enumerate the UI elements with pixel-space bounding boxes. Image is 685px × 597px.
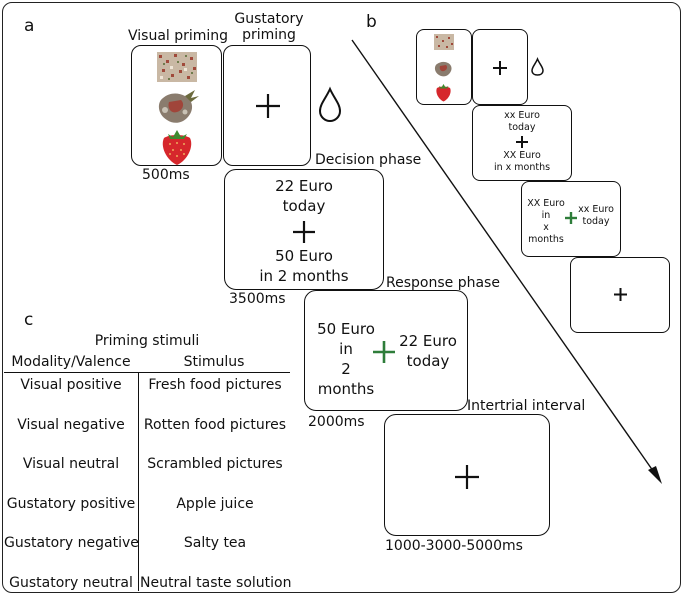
- mini-response-today: xx Euro today: [578, 204, 614, 227]
- table-column-divider: [138, 373, 139, 591]
- mini-decision-today: xx Euro today: [504, 110, 540, 133]
- mini-gustatory-box: [472, 29, 528, 105]
- table-cell-stimulus: Scrambled pictures: [147, 456, 283, 472]
- drop-icon: [318, 86, 342, 123]
- iti-box: [384, 414, 550, 536]
- response-option-later: 50 Euro in 2 months: [317, 320, 375, 398]
- column-header-modality: Modality/Valence: [11, 354, 131, 370]
- fixation-cross-icon: [493, 61, 507, 75]
- gustatory-priming-box: [223, 45, 311, 166]
- strawberry-icon: [162, 130, 192, 165]
- gustatory-priming-label: Gustatory priming: [234, 11, 304, 43]
- decision-phase-label: Decision phase: [315, 152, 422, 168]
- decision-phase-box: 22 Euro today 50 Euro in 2 months: [224, 169, 384, 290]
- table-cell-modality: Gustatory negative: [4, 535, 139, 551]
- table-cell-stimulus: Apple juice: [176, 495, 254, 512]
- fixation-cross-icon: [614, 288, 627, 301]
- table-cell-modality: Gustatory positive: [6, 495, 136, 512]
- column-header-stimulus: Stimulus: [183, 354, 245, 370]
- fixation-cross-icon: [256, 94, 280, 118]
- decision-option-today: 22 Euro today: [275, 177, 333, 215]
- time-arrow: [351, 39, 662, 484]
- response-option-today: 22 Euro today: [399, 332, 457, 370]
- table-cell-stimulus: Fresh food pictures: [148, 377, 282, 393]
- mini-iti-box: [570, 257, 670, 333]
- panel-letter-a: a: [24, 16, 35, 36]
- scrambled-image-icon: [434, 34, 454, 50]
- fixation-cross-icon: [516, 136, 528, 148]
- decision-option-later: 50 Euro in 2 months: [259, 247, 349, 285]
- panel-letter-c: c: [24, 310, 34, 330]
- table-title: Priming stimuli: [94, 333, 200, 349]
- table-cell-modality: Visual negative: [17, 416, 125, 433]
- response-duration: 2000ms: [308, 414, 365, 430]
- decision-duration: 3500ms: [229, 291, 286, 307]
- drop-icon: [531, 56, 544, 76]
- table-cell-modality: Visual neutral: [22, 456, 120, 472]
- table-cell-stimulus: Rotten food pictures: [143, 416, 287, 433]
- response-phase-box: 50 Euro in 2 months 22 Euro today: [304, 290, 468, 411]
- fixation-cross-icon: [455, 465, 479, 489]
- rotten-strawberry-icon: [158, 90, 199, 123]
- mini-decision-box: xx Euro today XX Euro in x months: [472, 105, 572, 181]
- iti-label: Intertrial interval: [467, 398, 586, 414]
- mini-response-later: XX Euro in x months: [527, 198, 565, 245]
- table-cell-stimulus: Salty tea: [183, 535, 247, 551]
- scrambled-image-icon: [157, 52, 197, 82]
- table-cell-modality: Gustatory neutral: [9, 574, 133, 591]
- rotten-strawberry-icon: [434, 61, 452, 77]
- visual-priming-label: Visual priming: [128, 28, 229, 44]
- table-header-rule: [4, 372, 290, 373]
- mini-decision-later: XX Euro in x months: [493, 150, 551, 173]
- table-cell-modality: Visual positive: [20, 377, 122, 393]
- strawberry-icon: [436, 84, 451, 102]
- priming-duration: 500ms: [142, 167, 190, 183]
- visual-priming-box: [131, 45, 222, 166]
- mini-visual-box: [416, 29, 472, 105]
- fixation-cross-icon: [293, 221, 315, 243]
- fixation-cross-green-icon: [565, 212, 577, 224]
- iti-duration: 1000-3000-5000ms: [385, 538, 523, 554]
- fixation-cross-green-icon: [373, 341, 395, 363]
- table-cell-stimulus: Neutral taste solution: [140, 574, 292, 591]
- mini-response-box: XX Euro in x months xx Euro today: [521, 181, 621, 257]
- response-phase-label: Response phase: [386, 275, 500, 291]
- panel-letter-b: b: [366, 12, 377, 32]
